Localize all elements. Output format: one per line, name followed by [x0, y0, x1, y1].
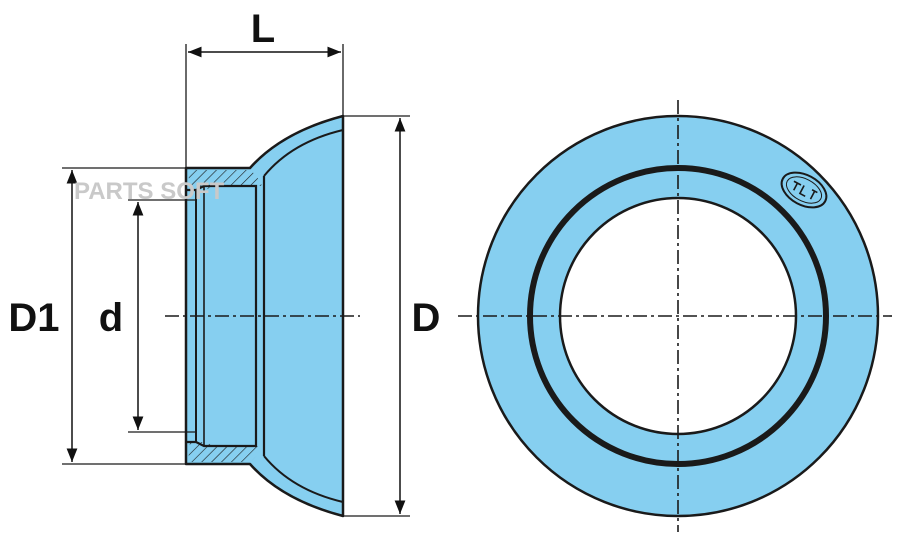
brand-oval-logo-icon: [780, 171, 828, 209]
watermark-text: PARTS SOFT: [74, 178, 225, 205]
label-L: L: [251, 7, 275, 51]
side-inner-cone: [263, 129, 344, 503]
front-view: [458, 100, 892, 532]
label-d: d: [99, 296, 123, 340]
label-D1: D1: [8, 296, 59, 340]
label-D: D: [412, 296, 441, 340]
side-view: L D D1 d PARTS SOFT: [8, 7, 441, 518]
